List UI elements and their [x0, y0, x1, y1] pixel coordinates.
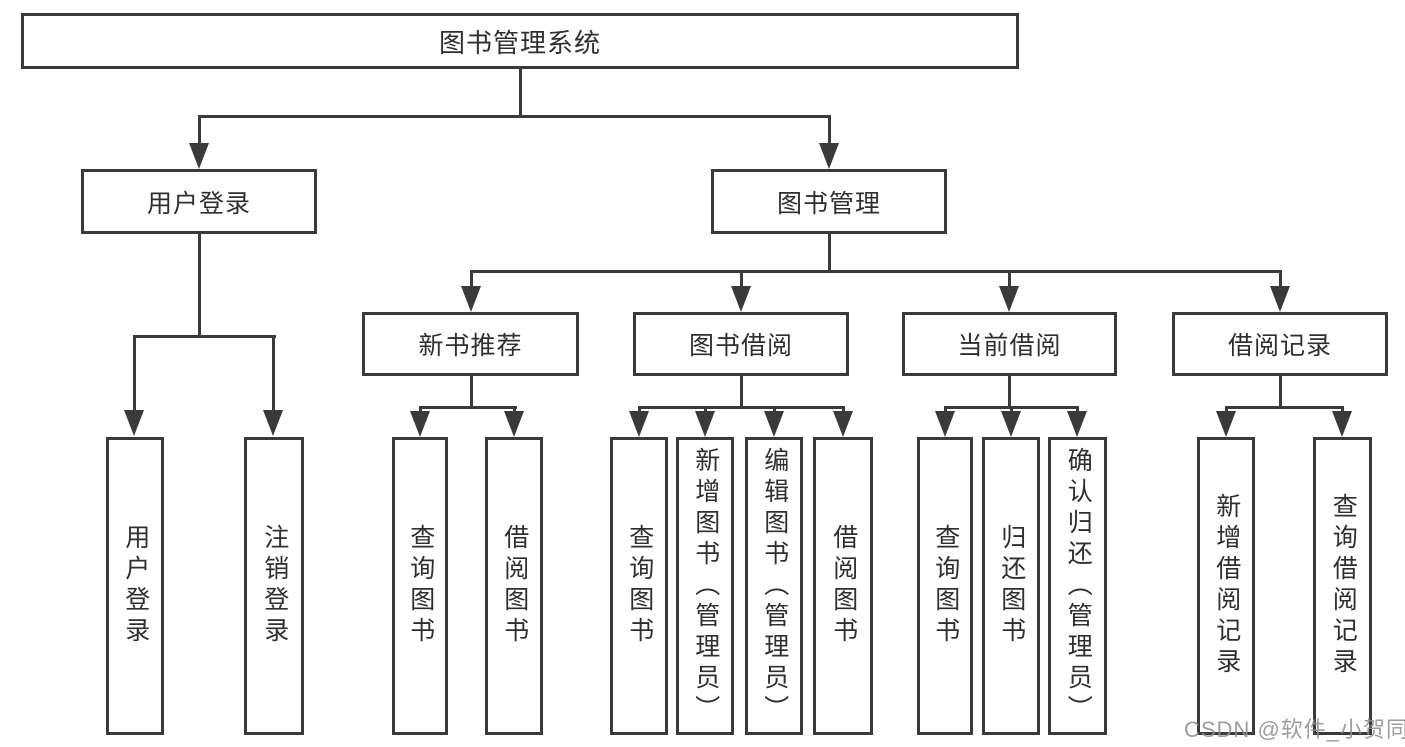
arrow-down-icon: [1332, 411, 1352, 437]
node-leaf-logout-label: 注销登录: [260, 524, 289, 648]
node-book-management: 图书管理: [711, 169, 947, 234]
node-leaf-borrow-book-2: 借阅图书: [813, 437, 873, 735]
node-new-book-recommend: 新书推荐: [362, 312, 579, 376]
arrow-down-icon: [833, 411, 853, 437]
arrow-down-icon: [695, 411, 715, 437]
node-leaf-user-login-label: 用户登录: [121, 524, 150, 648]
node-leaf-add-book: 新增图书（管理员）: [676, 437, 734, 735]
node-user-login-label: 用户登录: [146, 189, 251, 218]
node-leaf-query-book-1-label: 查询图书: [406, 524, 435, 648]
connector-borrowrecord-rail: [1225, 406, 1344, 409]
node-leaf-query-record: 查询借阅记录: [1313, 437, 1372, 735]
connector-arrow-shaft: [828, 115, 831, 147]
node-user-login: 用户登录: [81, 169, 317, 234]
node-leaf-add-record: 新增借阅记录: [1197, 437, 1255, 735]
arrow-down-icon: [189, 143, 209, 169]
connector-arrow-shaft: [198, 115, 201, 147]
connector-arrow-shaft: [740, 270, 743, 288]
node-leaf-return-book: 归还图书: [982, 437, 1040, 735]
arrow-down-icon: [819, 143, 839, 169]
node-leaf-borrow-book-1-label: 借阅图书: [500, 524, 529, 648]
arrow-down-icon: [1001, 411, 1021, 437]
node-leaf-edit-book-label: 编辑图书（管理员）: [760, 446, 789, 726]
node-leaf-query-book-1: 查询图书: [392, 437, 448, 735]
node-leaf-query-book-3-label: 查询图书: [931, 524, 960, 648]
arrow-down-icon: [263, 410, 283, 436]
node-root-label: 图书管理系统: [438, 27, 601, 58]
arrow-down-icon: [731, 286, 751, 312]
node-borrow-record-label: 借阅记录: [1227, 332, 1332, 360]
node-new-book-recommend-label: 新书推荐: [418, 332, 523, 360]
connector-borrowrecord-trunk: [1279, 376, 1282, 409]
node-leaf-query-book-2-label: 查询图书: [625, 524, 654, 648]
node-leaf-confirm-return: 确认归还（管理员）: [1048, 437, 1107, 735]
connector-bookborrow-rail: [638, 406, 845, 409]
connector-arrow-shaft: [133, 335, 136, 413]
connector-currentborrow-trunk: [1008, 376, 1011, 409]
arrow-down-icon: [461, 286, 481, 312]
arrow-down-icon: [504, 411, 524, 437]
node-leaf-borrow-book-1: 借阅图书: [485, 437, 543, 735]
connector-user-login-trunk: [198, 234, 201, 337]
node-book-management-label: 图书管理: [776, 189, 881, 218]
node-book-borrow: 图书借阅: [633, 312, 849, 376]
node-leaf-query-book-2: 查询图书: [610, 437, 668, 735]
connector-level3-rail: [470, 270, 1281, 273]
node-leaf-edit-book: 编辑图书（管理员）: [745, 437, 803, 735]
node-leaf-add-record-label: 新增借阅记录: [1212, 493, 1241, 679]
node-leaf-query-book-3: 查询图书: [917, 437, 973, 735]
connector-root-trunk: [519, 69, 522, 117]
node-leaf-user-login: 用户登录: [106, 437, 164, 735]
connector-arrow-shaft: [1279, 270, 1282, 288]
connector-arrow-shaft: [1008, 270, 1011, 288]
connector-user-login-rail: [133, 335, 276, 338]
connector-level2-rail: [198, 115, 831, 118]
node-leaf-logout: 注销登录: [244, 437, 304, 735]
connector-book-mgmt-trunk: [828, 234, 831, 273]
connector-newbook-rail: [419, 406, 517, 409]
connector-arrow-shaft: [470, 270, 473, 288]
arrow-down-icon: [1216, 411, 1236, 437]
connector-bookborrow-trunk: [740, 376, 743, 409]
node-root: 图书管理系统: [21, 13, 1019, 69]
node-leaf-borrow-book-2-label: 借阅图书: [829, 524, 858, 648]
node-current-borrow-label: 当前借阅: [957, 332, 1062, 360]
arrow-down-icon: [935, 411, 955, 437]
csdn-watermark: CSDN @软件_小贺同学: [1184, 717, 1405, 742]
connector-newbook-trunk: [470, 376, 473, 409]
node-current-borrow: 当前借阅: [902, 312, 1117, 376]
node-leaf-query-record-label: 查询借阅记录: [1329, 493, 1358, 679]
arrow-down-icon: [1270, 286, 1290, 312]
node-leaf-return-book-label: 归还图书: [997, 524, 1026, 648]
connector-arrow-shaft: [272, 335, 275, 413]
node-leaf-confirm-return-label: 确认归还（管理员）: [1064, 446, 1093, 726]
node-leaf-add-book-label: 新增图书（管理员）: [691, 446, 720, 726]
arrow-down-icon: [629, 411, 649, 437]
arrow-down-icon: [124, 410, 144, 436]
arrow-down-icon: [410, 411, 430, 437]
node-borrow-record: 借阅记录: [1172, 312, 1388, 376]
arrow-down-icon: [1067, 411, 1087, 437]
node-book-borrow-label: 图书借阅: [688, 332, 793, 360]
arrow-down-icon: [999, 286, 1019, 312]
arrow-down-icon: [764, 411, 784, 437]
